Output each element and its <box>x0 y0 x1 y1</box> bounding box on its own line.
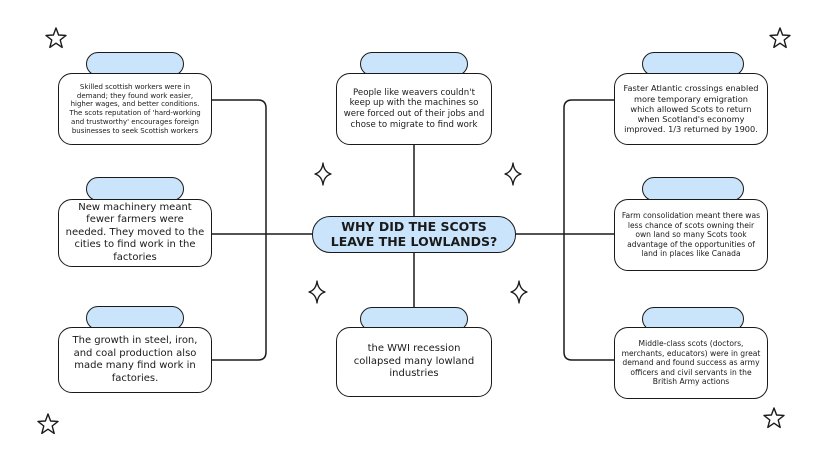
sparkle-icon <box>314 162 332 186</box>
sparkle-icon <box>504 162 522 186</box>
node-weavers: People like weavers couldn't keep up wit… <box>336 73 492 145</box>
sparkle-icon <box>308 280 326 304</box>
node-steel-iron-coal: The growth in steel, iron, and coal prod… <box>58 327 212 393</box>
star-icon <box>769 27 791 49</box>
node-tab <box>86 177 184 201</box>
node-tab <box>642 52 744 76</box>
sparkle-icon <box>510 280 528 304</box>
connector-right <box>563 99 616 361</box>
node-skilled-workers: Skilled scottish workers were in demand;… <box>58 73 212 145</box>
node-tab <box>642 177 744 201</box>
node-tab <box>360 52 468 76</box>
node-new-machinery: New machinery meant fewer farmers were n… <box>58 199 212 267</box>
node-tab <box>86 306 184 330</box>
connector-left <box>212 99 267 361</box>
node-wwi-recession: the WWI recession collapsed many lowland… <box>336 327 492 397</box>
central-title: WHY DID THE SCOTS LEAVE THE LOWLANDS? <box>312 216 516 253</box>
star-icon <box>763 407 785 429</box>
star-icon <box>45 27 67 49</box>
star-icon <box>37 413 59 435</box>
node-middle-class: Middle-class scots (doctors, merchants, … <box>614 327 768 399</box>
node-atlantic-crossings: Faster Atlantic crossings enabled more t… <box>614 73 768 145</box>
node-farm-consolidation: Farm consolidation meant there was less … <box>614 199 768 271</box>
